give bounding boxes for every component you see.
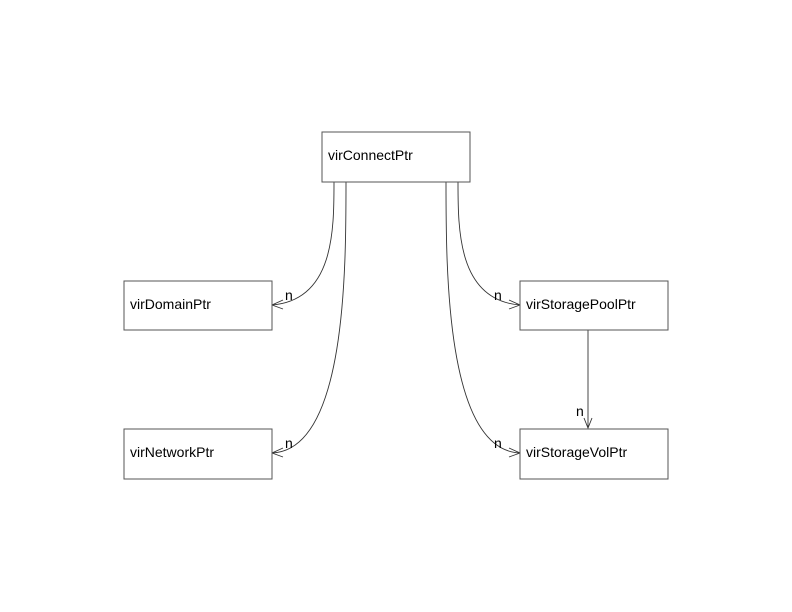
edge-label-connect-network: n xyxy=(285,435,293,451)
node-virstoragevolptr: virStorageVolPtr xyxy=(519,428,669,480)
node-label-virstoragepoolptr: virStoragePoolPtr xyxy=(526,296,636,312)
edge-label-connect-storage-pool: n xyxy=(494,287,502,303)
edges: n n n n n xyxy=(270,181,593,458)
node-virnetworkptr: virNetworkPtr xyxy=(123,428,273,480)
edge-label-connect-domain: n xyxy=(285,287,293,303)
edge-label-pool-vol: n xyxy=(576,403,584,419)
edge-connect-to-storage-vol xyxy=(445,181,521,454)
nodes: virConnectPtr virDomainPtr virNetworkPtr… xyxy=(123,131,669,480)
node-virstoragepoolptr: virStoragePoolPtr xyxy=(519,280,669,331)
edge-label-connect-storage-vol: n xyxy=(494,435,502,451)
node-label-virstoragevolptr: virStorageVolPtr xyxy=(526,444,627,460)
edge-arrowhead-pool-vol xyxy=(583,417,593,430)
node-virconnectptr: virConnectPtr xyxy=(321,131,471,183)
node-label-virconnectptr: virConnectPtr xyxy=(328,147,413,163)
node-virdomainptr: virDomainPtr xyxy=(123,280,273,331)
edge-connect-to-storage-pool xyxy=(457,181,521,306)
edge-connect-to-domain xyxy=(271,181,335,306)
node-label-virdomainptr: virDomainPtr xyxy=(130,296,211,312)
node-label-virnetworkptr: virNetworkPtr xyxy=(130,444,214,460)
edge-connect-to-network xyxy=(271,181,347,454)
